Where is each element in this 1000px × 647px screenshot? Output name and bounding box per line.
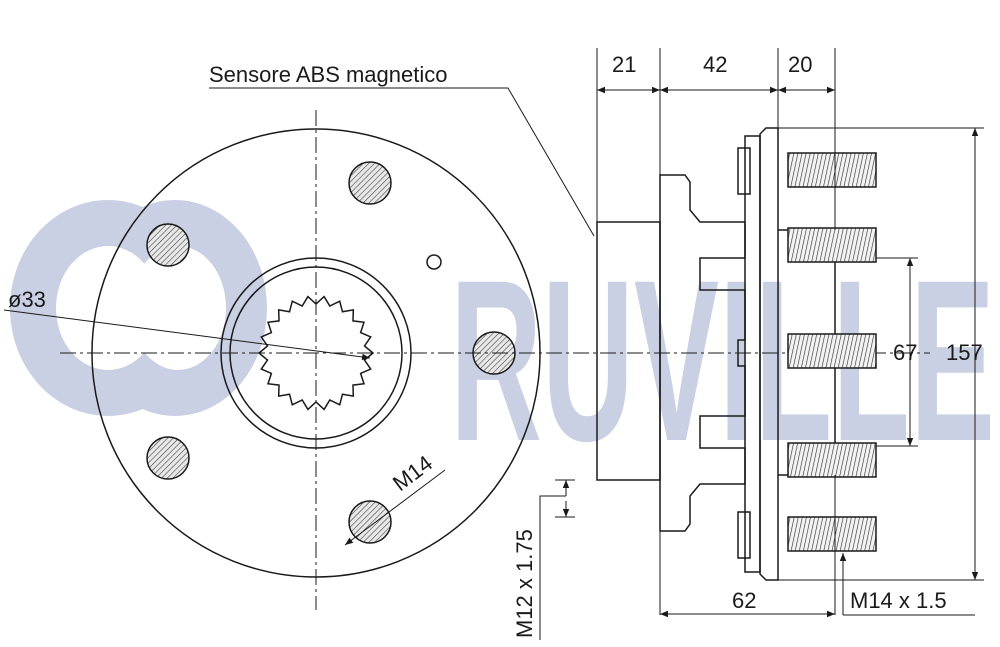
sensor-leader xyxy=(209,87,595,237)
dim-20-label: 20 xyxy=(788,52,812,77)
thread-m12-leader xyxy=(539,495,566,640)
diameter-leader xyxy=(3,309,371,361)
thread-m14-label: M14 x 1.5 xyxy=(850,588,947,613)
bolt-hole xyxy=(348,161,392,205)
bolt-head xyxy=(737,147,751,195)
wheel-stud xyxy=(787,516,877,552)
mounting-flange xyxy=(659,174,746,532)
diameter-label: ø33 xyxy=(8,287,46,312)
wheel-bolt-holes xyxy=(146,161,516,544)
dimensions: 21 42 20 67 157 62 M12 x 1.75 M14 x 1.5 xyxy=(512,48,984,640)
locating-hole xyxy=(426,254,442,270)
bolt-hole xyxy=(348,500,392,544)
dim-21-label: 21 xyxy=(612,52,636,77)
ruville-logo-symbol xyxy=(10,200,267,416)
wheel-stud xyxy=(787,442,877,478)
wheel-stud xyxy=(787,333,877,369)
bolt-head xyxy=(737,511,751,559)
bolt-hole xyxy=(146,223,190,267)
sensor-callout: Sensore ABS magnetico xyxy=(209,62,595,237)
dim-157-label: 157 xyxy=(946,340,983,365)
wheel-studs xyxy=(787,152,877,552)
dim-42-label: 42 xyxy=(703,52,727,77)
sensor-label: Sensore ABS magnetico xyxy=(209,62,447,87)
dim-62-label: 62 xyxy=(732,588,756,613)
hub-side-view xyxy=(596,127,877,581)
flange-body xyxy=(744,135,761,573)
wheel-stud xyxy=(787,227,877,263)
thread-m12-label: M12 x 1.75 xyxy=(512,529,537,638)
bolt-thread-label: M14 xyxy=(388,450,437,496)
wheel-stud xyxy=(787,152,877,188)
dim-67-label: 67 xyxy=(893,340,917,365)
bolt-thread-leader xyxy=(344,469,446,546)
bolt-hole xyxy=(146,436,190,480)
